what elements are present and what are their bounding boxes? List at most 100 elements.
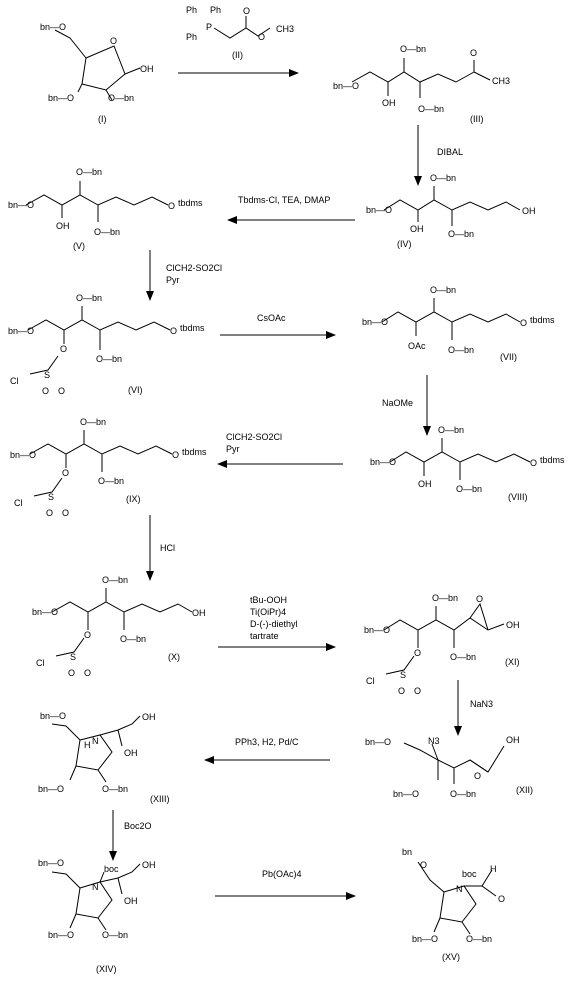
- reagent-sulfonyl-1: ClCH2-SO2Cl: [166, 263, 222, 273]
- atom-obn-bottom: O—bn: [96, 354, 122, 364]
- compound-xiii: bn—O H N OH OH bn—O O—bn (XIII): [38, 711, 170, 804]
- atom-o-aldehyde: O: [498, 894, 505, 904]
- atom-ph-3: Ph: [186, 32, 197, 42]
- atom-obn: O—bn: [108, 93, 134, 103]
- atom-obn-bottom: O—bn: [456, 484, 482, 494]
- reagent-det: D-(-)-diethyl: [250, 619, 298, 629]
- atom-obn: O—bn: [102, 784, 128, 794]
- compound-id-ix: (IX): [126, 494, 141, 504]
- compound-v: bn—O O—bn OH O—bn O tbdms (V): [8, 167, 203, 251]
- atom-h: H: [84, 740, 91, 750]
- atom-boc: boc: [462, 869, 477, 879]
- atom-cl: Cl: [366, 676, 375, 686]
- atom-o: O: [62, 468, 69, 478]
- atom-o: O: [414, 648, 421, 658]
- atom-n: N: [456, 884, 463, 894]
- atom-tbdms: tbdms: [178, 198, 203, 208]
- compound-id-vi: (VI): [128, 385, 143, 395]
- reagent-tartrate: tartrate: [250, 631, 279, 641]
- atom-bn: bn: [402, 847, 412, 857]
- atom-obn-bottom: O—bn: [418, 104, 444, 114]
- compound-id-i: (I): [98, 114, 107, 124]
- atom-bn: bn—O: [8, 326, 34, 336]
- atom-bno: bn—O: [40, 711, 66, 721]
- atom-oh-top: OH: [142, 860, 156, 870]
- atom-n: N: [92, 882, 99, 892]
- atom-o-ether: O: [420, 860, 427, 870]
- reagent-sulfonyl-2: ClCH2-SO2Cl: [226, 432, 282, 442]
- atom-oh-terminal: OH: [506, 620, 520, 630]
- compound-id-xv: (XV): [442, 952, 460, 962]
- atom-o-epoxide: O: [474, 771, 481, 781]
- compound-id-xi: (XI): [505, 657, 520, 667]
- atom-o-s2: O: [414, 686, 421, 696]
- atom-oh-terminal: OH: [522, 206, 536, 216]
- atom-obn-bottom: O—bn: [450, 652, 476, 662]
- atom-o-s1: O: [398, 686, 405, 696]
- reagent-boc2o: Boc2O: [124, 821, 152, 831]
- reagent-nan3: NaN3: [470, 699, 493, 709]
- atom-o: O: [84, 630, 91, 640]
- atom-obn-top: O—bn: [438, 425, 464, 435]
- atom-oh: OH: [124, 748, 138, 758]
- atom-o: O: [243, 6, 250, 16]
- reagent-naome: NaOMe: [382, 398, 413, 408]
- atom-boc: boc: [104, 864, 119, 874]
- atom-o-s2: O: [62, 508, 69, 518]
- atom-oh: OH: [56, 221, 70, 231]
- compound-id-xiv: (XIV): [96, 964, 117, 974]
- atom-tbdms: tbdms: [180, 323, 205, 333]
- compound-id-ii: (II): [232, 50, 243, 60]
- atom-oh-top: OH: [142, 712, 156, 722]
- compound-vi: bn—O O—bn O O—bn O tbdms S Cl O O (VI): [8, 293, 205, 396]
- atom-h: H: [490, 864, 497, 874]
- atom-bn: bn—O: [10, 450, 36, 460]
- atom-s: S: [400, 670, 406, 680]
- compound-xi: bn—O O—bn O O—bn O OH S Cl O O (XI): [364, 593, 520, 696]
- atom-o: O: [470, 48, 477, 58]
- atom-o-s1: O: [46, 508, 53, 518]
- compound-id-x: (X): [168, 652, 180, 662]
- atom-obn-top: O—bn: [430, 285, 456, 295]
- atom-ph-1: Ph: [186, 5, 197, 15]
- atom-o-ester: O: [258, 32, 265, 42]
- atom-obn-top: O—bn: [102, 575, 128, 585]
- reagent-ti: Ti(OiPr)4: [250, 607, 286, 617]
- reagent-tbdms: Tbdms-Cl, TEA, DMAP: [238, 195, 330, 205]
- atom-bn: bn—O: [40, 22, 66, 32]
- atom-o-s2: O: [58, 386, 65, 396]
- atom-ph-2: Ph: [210, 5, 221, 15]
- compound-id-v: (V): [73, 241, 85, 251]
- atom-o: O: [520, 318, 527, 328]
- atom-bn: bn—O: [362, 317, 388, 327]
- compound-xii: bn—O N3 O OH bn—O O—bn (XII): [365, 735, 533, 799]
- atom-ch3: CH3: [492, 76, 510, 86]
- reagent-pboac4: Pb(OAc)4: [262, 869, 302, 879]
- atom-obn-bottom: O—bn: [448, 345, 474, 355]
- atom-obn: O—bn: [466, 934, 492, 944]
- compound-ii: Ph Ph Ph P O O CH3 (II): [186, 5, 294, 60]
- atom-oh: OH: [410, 224, 424, 234]
- atom-obn-top: O—bn: [76, 167, 102, 177]
- atom-o-epoxide: O: [476, 594, 483, 604]
- reagent-pyr-2: Pyr: [226, 444, 240, 454]
- atom-oh: OH: [124, 896, 138, 906]
- atom-obn-top: O—bn: [400, 44, 426, 54]
- atom-o: O: [168, 201, 175, 211]
- atom-tbdms: tbdms: [530, 315, 555, 325]
- reagent-hcl: HCl: [160, 543, 175, 553]
- atom-obn: O—bn: [102, 930, 128, 940]
- atom-bn: bn—O: [366, 205, 392, 215]
- compound-id-viii: (VIII): [508, 492, 528, 502]
- atom-o-s2: O: [84, 668, 91, 678]
- atom-bno-lower: bn—O: [393, 789, 419, 799]
- atom-bno: bn—O: [38, 858, 64, 868]
- compound-vii: bn—O O—bn OAc O—bn O tbdms (VII): [362, 285, 555, 362]
- compound-ix: bn—O O—bn O O—bn O tbdms S Cl O O (IX): [10, 417, 207, 518]
- atom-n3: N3: [428, 736, 440, 746]
- atom-oh: OH: [418, 479, 432, 489]
- compound-viii: bn—O O—bn OH O—bn O tbdms (VIII): [370, 425, 565, 502]
- atom-s: S: [70, 652, 76, 662]
- atom-oh-terminal: OH: [192, 608, 206, 618]
